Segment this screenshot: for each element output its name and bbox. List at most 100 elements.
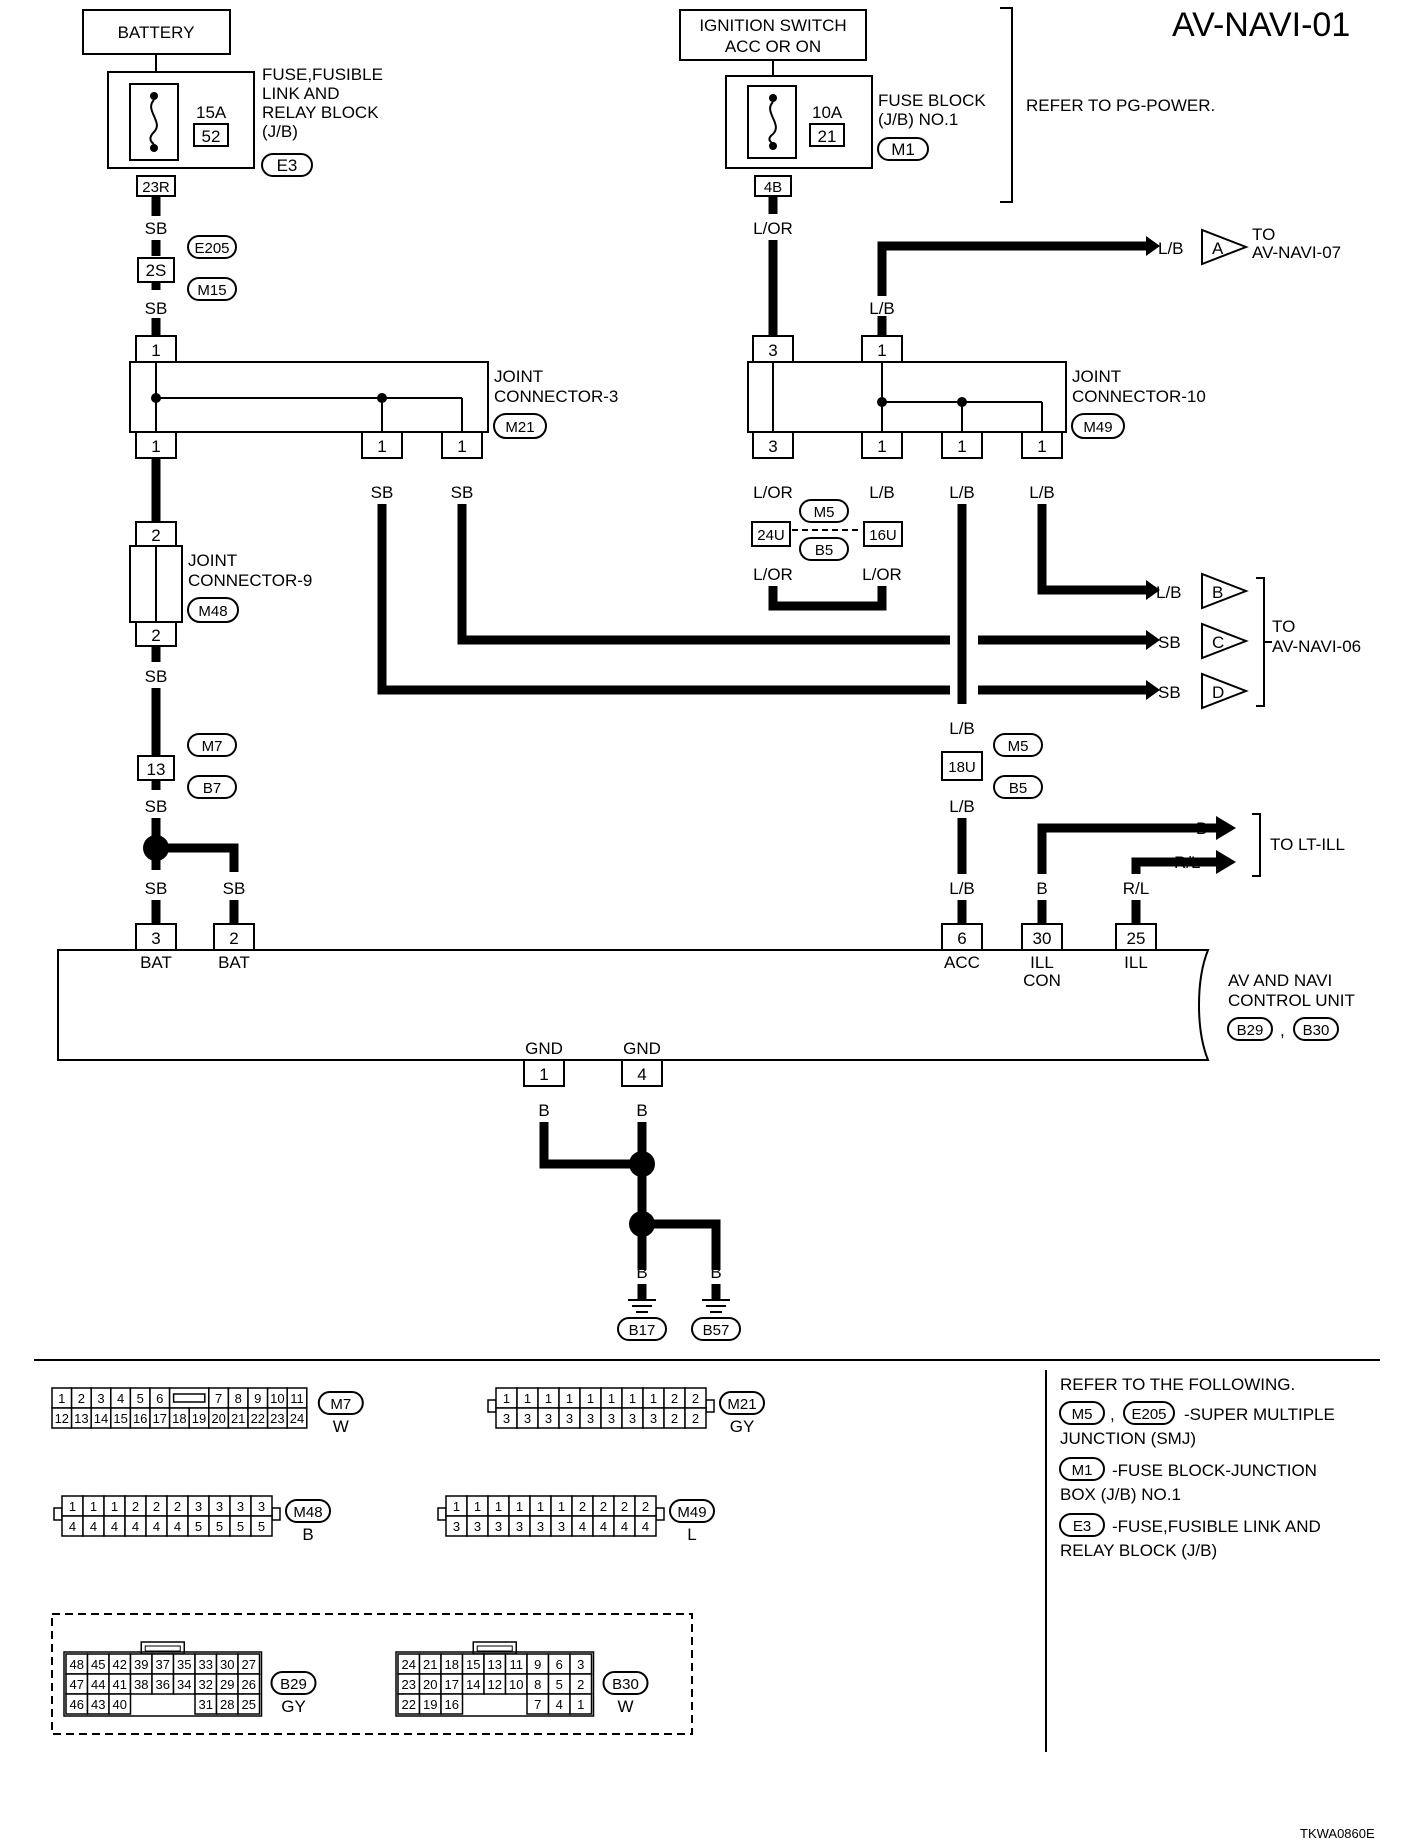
- b30-pin: 20: [423, 1677, 437, 1692]
- svg-text:M5: M5: [1008, 738, 1029, 755]
- offpage-b: B: [1212, 583, 1223, 602]
- b30-pin: 15: [466, 1657, 480, 1672]
- m21-pin: 1: [524, 1391, 531, 1406]
- svg-text:SB: SB: [1158, 683, 1181, 702]
- svg-text:B29: B29: [1237, 1022, 1264, 1039]
- svg-text:FUSE BLOCK: FUSE BLOCK: [878, 91, 986, 110]
- b30-pin: 3: [577, 1657, 584, 1672]
- m7-pin: 20: [211, 1411, 225, 1426]
- m49-pin: 3: [495, 1519, 502, 1534]
- m7-pin: 17: [153, 1411, 167, 1426]
- svg-text:2: 2: [229, 929, 238, 948]
- svg-text:B5: B5: [1009, 780, 1027, 797]
- b29-pin: 31: [199, 1697, 213, 1712]
- m7-pin: 22: [251, 1411, 265, 1426]
- b29-pin: 32: [199, 1677, 213, 1692]
- m7-pin: 21: [231, 1411, 245, 1426]
- svg-text:M1: M1: [891, 140, 915, 159]
- m49-pin: 3: [537, 1519, 544, 1534]
- b29-pin: 48: [70, 1657, 84, 1672]
- svg-text:SB: SB: [145, 299, 168, 318]
- svg-text:SB: SB: [371, 483, 394, 502]
- fuse1-label-1: FUSE,FUSIBLE: [262, 65, 383, 84]
- svg-text:CONNECTOR-3: CONNECTOR-3: [494, 387, 618, 406]
- m49-pin: 4: [621, 1519, 628, 1534]
- b30-pin: 1: [577, 1697, 584, 1712]
- b29-pin: 37: [156, 1657, 170, 1672]
- svg-text:SB: SB: [1158, 633, 1181, 652]
- m48-pin: 5: [258, 1519, 265, 1534]
- b30-face-color: W: [617, 1697, 633, 1716]
- m21-pin: 3: [629, 1411, 636, 1426]
- m48-pin: 4: [69, 1519, 76, 1534]
- svg-text:GND: GND: [623, 1039, 661, 1058]
- b30-pin: 13: [488, 1657, 502, 1672]
- svg-text:CON: CON: [1023, 971, 1061, 990]
- svg-text:CONTROL UNIT: CONTROL UNIT: [1228, 991, 1355, 1010]
- b29-pin: 43: [91, 1697, 105, 1712]
- m21-pin: 2: [671, 1391, 678, 1406]
- m49-pin: 4: [642, 1519, 649, 1534]
- svg-text:BAT: BAT: [218, 953, 250, 972]
- svg-text:3: 3: [151, 929, 160, 948]
- m7-pin: 11: [290, 1391, 304, 1406]
- svg-text:L/B: L/B: [869, 299, 895, 318]
- b29-pin: 29: [220, 1677, 234, 1692]
- m7-pin: 10: [270, 1391, 284, 1406]
- svg-text:24U: 24U: [757, 527, 785, 544]
- fuse1-label-4: (J/B): [262, 122, 298, 141]
- b29-pin: 35: [177, 1657, 191, 1672]
- svg-text:M48: M48: [198, 603, 227, 620]
- svg-text:2: 2: [151, 526, 160, 545]
- m7-face-id: M7: [330, 1396, 351, 1413]
- svg-text:,: ,: [1110, 1405, 1115, 1424]
- b30-pin: 11: [510, 1657, 524, 1672]
- m21-pin: 3: [503, 1411, 510, 1426]
- svg-text:16U: 16U: [869, 527, 897, 544]
- b30-pin: 14: [466, 1677, 480, 1692]
- b30-pin: 21: [423, 1657, 437, 1672]
- svg-text:L/B: L/B: [949, 719, 975, 738]
- battery-label: BATTERY: [118, 23, 195, 42]
- b29-pin: 41: [113, 1677, 127, 1692]
- svg-text:SB: SB: [145, 797, 168, 816]
- svg-text:GND: GND: [525, 1039, 563, 1058]
- svg-text:M1: M1: [1072, 1462, 1093, 1479]
- m49-pin: 1: [474, 1499, 481, 1514]
- m49-pin: 3: [453, 1519, 460, 1534]
- svg-text:,: ,: [1280, 1021, 1285, 1040]
- m48-pin: 3: [216, 1499, 223, 1514]
- m7-pin: 1: [58, 1391, 65, 1406]
- fuse1-amp: 15A: [196, 103, 227, 122]
- m49-pin: 3: [516, 1519, 523, 1534]
- offpage-c: C: [1212, 633, 1224, 652]
- b29-face-color: GY: [281, 1697, 306, 1716]
- b30-pin: 12: [488, 1677, 502, 1692]
- m49-pin: 4: [579, 1519, 586, 1534]
- svg-text:M49: M49: [1083, 419, 1112, 436]
- svg-text:L/B: L/B: [949, 879, 975, 898]
- svg-text:2S: 2S: [146, 261, 167, 280]
- m48-pin: 2: [174, 1499, 181, 1514]
- svg-text:CONNECTOR-10: CONNECTOR-10: [1072, 387, 1206, 406]
- m49-pin: 1: [453, 1499, 460, 1514]
- svg-text:25: 25: [1127, 929, 1146, 948]
- m21-pin: 3: [650, 1411, 657, 1426]
- m7-face-color: W: [333, 1417, 349, 1436]
- m21-pin: 1: [608, 1391, 615, 1406]
- m21-pin: 1: [545, 1391, 552, 1406]
- m48-pin: 3: [237, 1499, 244, 1514]
- svg-text:TO: TO: [1252, 225, 1275, 244]
- svg-text:SB: SB: [223, 879, 246, 898]
- svg-text:10A: 10A: [812, 103, 843, 122]
- av-navi-control-unit: [57, 949, 1210, 1061]
- svg-text:3: 3: [768, 341, 777, 360]
- svg-text:ACC: ACC: [944, 953, 980, 972]
- svg-text:AV-NAVI-06: AV-NAVI-06: [1272, 637, 1361, 656]
